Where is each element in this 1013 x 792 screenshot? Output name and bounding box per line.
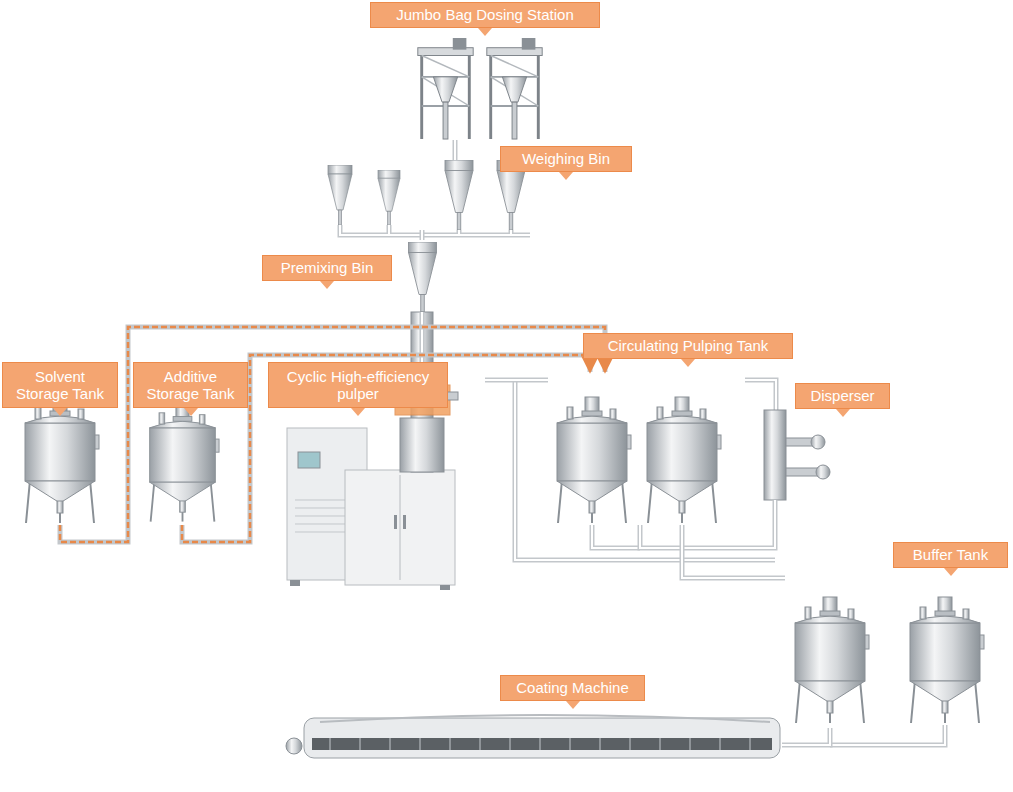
pipe-core [485, 379, 548, 381]
circulating-tanks-part [515, 380, 776, 560]
disperser-unit-part [773, 500, 778, 530]
coating-machine-part [312, 738, 772, 750]
buffer-tanks [795, 597, 984, 745]
pulper-machine-part [298, 452, 320, 468]
equipment-label: Jumbo Bag Dosing Station [396, 6, 574, 23]
process-pipe [640, 525, 775, 548]
weighing-bins-part [340, 225, 530, 235]
coating-machine-part [330, 738, 750, 750]
process-pipe [455, 140, 456, 160]
disperser-unit [764, 410, 830, 530]
disperser-unit-part [764, 410, 786, 500]
equipment-node: Premixing Bin [395, 240, 450, 312]
callout-tag: Coating Machine [500, 675, 645, 701]
pulper-machine-part [403, 515, 406, 529]
feed-line [60, 327, 605, 542]
equipment-node: Jumbo Bag Dosing Station [410, 38, 550, 140]
storage-tanks-part [150, 403, 219, 521]
weighing-bins-part [340, 225, 530, 235]
equipment-label: Buffer Tank [913, 546, 988, 563]
pipe-core [454, 140, 456, 160]
equipment-node: Solvent Storage Tank [15, 410, 105, 525]
pipe-core [640, 525, 775, 548]
callout-tag: Premixing Bin [262, 255, 392, 281]
equipment-node: Coating Machine [285, 705, 782, 770]
circulating-tanks-part [647, 397, 721, 523]
equipment-node: Additive Storage Tank [145, 410, 220, 525]
pipe-outline [420, 230, 425, 240]
pipe-core [682, 525, 785, 578]
pipe-core [782, 728, 830, 745]
pulper-machine-part [400, 418, 444, 472]
jumbo-bag-frames-part [487, 38, 542, 139]
pipe-outline [485, 378, 548, 383]
equipment-label: Cyclic High-efficiency pulper [273, 368, 443, 403]
weighing-bins-part [328, 165, 352, 225]
circulating-tanks-part [557, 397, 631, 523]
equipment-label: Solvent Storage Tank [7, 368, 113, 403]
equipment-node: Weighing Bin [318, 160, 548, 230]
equipment-label: Coating Machine [516, 679, 629, 696]
pipe-outline [782, 728, 830, 745]
feed-dash [60, 327, 605, 542]
pulper-machine-part [345, 470, 455, 585]
buffer-tanks-part [830, 725, 945, 745]
equipment-label: Additive Storage Tank [138, 368, 243, 403]
callout-tag: Circulating Pulping Tank [583, 333, 793, 359]
callout-tag: Buffer Tank [893, 542, 1008, 568]
process-pipe [682, 525, 785, 578]
weighing-bins-part [378, 170, 400, 225]
circulating-tanks-part [515, 380, 776, 560]
premixing-bin-part [409, 242, 437, 312]
pipe-outline [640, 525, 775, 548]
disperser-unit-part [816, 465, 830, 479]
coating-machine-part [304, 718, 780, 758]
equipment-node: Buffer Tank [785, 575, 1005, 728]
coating-machine [286, 715, 780, 758]
coating-machine-part [286, 738, 302, 754]
equipment-node: Disperser [752, 410, 892, 530]
callout-tag: Disperser [795, 383, 890, 409]
pulper-machine-part [440, 585, 450, 590]
buffer-tanks-part [795, 597, 869, 723]
premixing-bin [409, 242, 437, 312]
weighing-bins-part [445, 160, 473, 230]
pulper-machine-part [400, 475, 401, 580]
process-pipe [422, 230, 423, 240]
buffer-tanks-part [910, 597, 984, 723]
circulating-tanks [515, 380, 776, 560]
coating-machine-part [320, 715, 770, 722]
equipment-node: Circulating Pulping Tank [548, 372, 745, 525]
pipe-outline [453, 140, 458, 160]
equipment-label: Disperser [810, 387, 874, 404]
equipment-label: Circulating Pulping Tank [608, 337, 769, 354]
process-pipe [782, 728, 830, 745]
equipment-label: Weighing Bin [522, 150, 610, 167]
equipment-node: Cyclic High-efficiency pulper [268, 362, 485, 590]
callout-tag: Additive Storage Tank [133, 362, 248, 408]
pipe-outline [682, 525, 785, 578]
callout-tag: Weighing Bin [500, 146, 632, 172]
pulper-machine-part [394, 515, 397, 529]
pulper-machine-part [290, 580, 300, 586]
disperser-unit-part [811, 435, 825, 449]
process-pipe [485, 380, 548, 381]
pipe-outline [60, 327, 605, 542]
disperser-unit-part [774, 500, 776, 530]
jumbo-bag-frames [418, 38, 542, 139]
jumbo-bag-frames-part [418, 38, 473, 139]
callout-tag: Cyclic High-efficiency pulper [268, 362, 448, 408]
pipe-core [421, 230, 423, 240]
callout-tag: Jumbo Bag Dosing Station [370, 2, 600, 28]
equipment-label: Premixing Bin [281, 259, 374, 276]
buffer-tanks-part [830, 725, 945, 745]
callout-tag: Solvent Storage Tank [2, 362, 118, 408]
